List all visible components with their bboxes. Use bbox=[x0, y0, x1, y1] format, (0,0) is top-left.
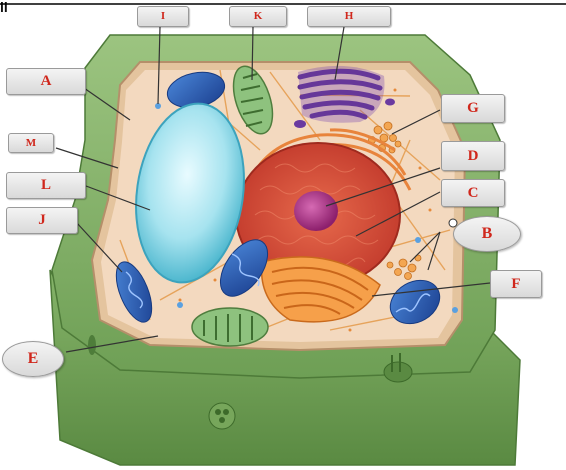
plasmodesma bbox=[383, 353, 413, 383]
label-k: K bbox=[229, 6, 287, 27]
vesicle bbox=[155, 103, 161, 109]
mitochondrion-j bbox=[115, 261, 153, 323]
label-m: M bbox=[8, 133, 54, 153]
vesicle bbox=[177, 302, 183, 308]
golgi-apparatus-f bbox=[260, 256, 381, 323]
label-i: I bbox=[137, 6, 189, 27]
nucleolus bbox=[294, 191, 338, 231]
label-f: F bbox=[490, 270, 542, 298]
central-vacuole bbox=[135, 102, 245, 284]
vesicles-b bbox=[386, 254, 422, 280]
wall-pit bbox=[208, 402, 236, 430]
mitochondrion-f-side bbox=[389, 279, 441, 325]
chloroplast-bottom bbox=[191, 307, 269, 347]
golgi-apparatus-h bbox=[297, 68, 383, 120]
label-c: C bbox=[441, 179, 505, 207]
vesicle bbox=[452, 307, 458, 313]
label-d: D bbox=[441, 141, 505, 171]
label-l: L bbox=[6, 172, 86, 199]
label-e: E bbox=[2, 341, 64, 377]
label-h: H bbox=[307, 6, 391, 27]
label-a: A bbox=[6, 68, 86, 95]
figure-heading-glyph: ll bbox=[0, 0, 8, 15]
peroxisome bbox=[294, 120, 306, 128]
peroxisome bbox=[385, 98, 395, 106]
vesicle bbox=[415, 237, 421, 243]
label-j: J bbox=[6, 207, 78, 234]
mitochondrion-center bbox=[219, 239, 269, 297]
leader-lines bbox=[55, 26, 491, 353]
label-b: B bbox=[453, 216, 521, 252]
chloroplast-k bbox=[232, 65, 274, 135]
plasmodesma bbox=[88, 335, 96, 355]
label-g: G bbox=[441, 94, 505, 123]
